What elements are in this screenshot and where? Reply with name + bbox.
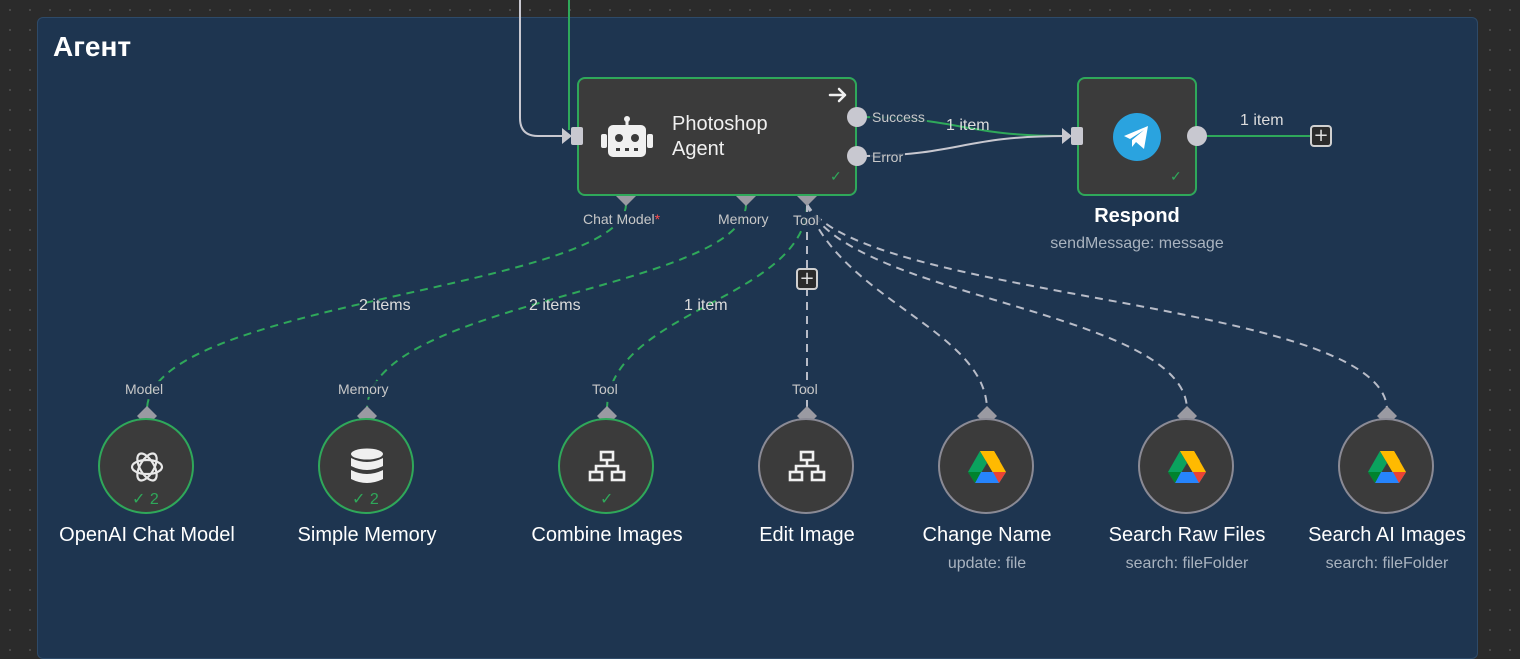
- agent-title-line1: Photoshop: [672, 113, 768, 135]
- search-ai-images-name: Search AI Images: [1308, 524, 1466, 546]
- robot-icon: [601, 116, 653, 157]
- search-raw-files-name: Search Raw Files: [1108, 524, 1266, 546]
- combine-run-badge: ✓: [600, 491, 614, 508]
- change-name-subtitle: update: file: [947, 555, 1027, 572]
- add-node-plus-icon[interactable]: +: [1310, 125, 1332, 147]
- model-items-label: 2 items: [359, 297, 411, 314]
- google-drive-icon: [1368, 451, 1406, 483]
- error-output-label: Error: [870, 149, 906, 165]
- success-output-port[interactable]: [847, 107, 867, 127]
- edit-tool-handle-label: Tool: [790, 381, 820, 397]
- search-ai-images-node[interactable]: [1338, 418, 1434, 514]
- memory-handle-label: Memory: [336, 381, 391, 397]
- group-title: Агент: [53, 31, 132, 62]
- respond-subtitle: sendMessage: message: [1050, 235, 1224, 252]
- memory-items-label: 2 items: [529, 297, 581, 314]
- openai-chat-model-node[interactable]: [98, 418, 194, 514]
- tool-input-label: Tool: [791, 212, 821, 228]
- search-ai-connection: [806, 203, 1388, 411]
- memory-input-label: Memory: [716, 211, 771, 227]
- telegram-icon: [1113, 113, 1161, 161]
- search-raw-files-subtitle: search: fileFolder: [1125, 555, 1249, 572]
- change-name-node[interactable]: [938, 418, 1034, 514]
- google-drive-icon: [1168, 451, 1206, 483]
- respond-name: Respond: [1094, 205, 1180, 227]
- success-items-label: 1 item: [946, 117, 990, 134]
- openai-run-badge: ✓ 2: [132, 491, 159, 508]
- search-ai-images-subtitle: search: fileFolder: [1325, 555, 1449, 572]
- agent-title-line2: Agent: [672, 138, 725, 160]
- database-icon: [351, 448, 383, 483]
- search-raw-files-node[interactable]: [1138, 418, 1234, 514]
- simple-memory-name: Simple Memory: [297, 524, 437, 546]
- workflow-icon: [588, 450, 626, 482]
- combine-images-name: Combine Images: [531, 524, 683, 546]
- add-tool-plus-icon[interactable]: +: [796, 268, 818, 290]
- openai-chat-model-name: OpenAI Chat Model: [59, 524, 235, 546]
- openai-icon: [130, 452, 164, 482]
- search-raw-connection: [806, 203, 1188, 411]
- workflow-icon: [788, 450, 826, 482]
- respond-input-arrow: [1062, 128, 1072, 144]
- google-drive-icon: [968, 451, 1006, 483]
- chat-model-label-text: Chat Model: [583, 211, 655, 227]
- agent-input-arrow: [562, 128, 572, 144]
- change-name-name: Change Name: [922, 524, 1052, 546]
- combine-tool-handle-label: Tool: [590, 381, 620, 397]
- arrow-right-icon[interactable]: [828, 86, 848, 104]
- chat-model-label: Chat Model*: [581, 211, 663, 227]
- required-mark: *: [654, 211, 661, 227]
- edit-image-name: Edit Image: [759, 524, 855, 546]
- change-name-connection: [806, 203, 988, 411]
- respond-output-port[interactable]: [1187, 126, 1207, 146]
- agent-success-check-icon: ✓: [830, 168, 842, 184]
- respond-output-items-label: 1 item: [1240, 112, 1284, 129]
- success-output-label: Success: [870, 109, 927, 125]
- model-handle-label: Model: [123, 381, 166, 397]
- memory-run-badge: ✓ 2: [352, 491, 379, 508]
- tool-items-label: 1 item: [684, 297, 728, 314]
- respond-input-port[interactable]: [1071, 127, 1083, 145]
- error-output-port[interactable]: [847, 146, 867, 166]
- respond-success-check-icon: ✓: [1170, 168, 1182, 184]
- model-connection: [146, 203, 627, 411]
- agent-input-port[interactable]: [571, 127, 583, 145]
- incoming-connection-gray: [519, 0, 566, 137]
